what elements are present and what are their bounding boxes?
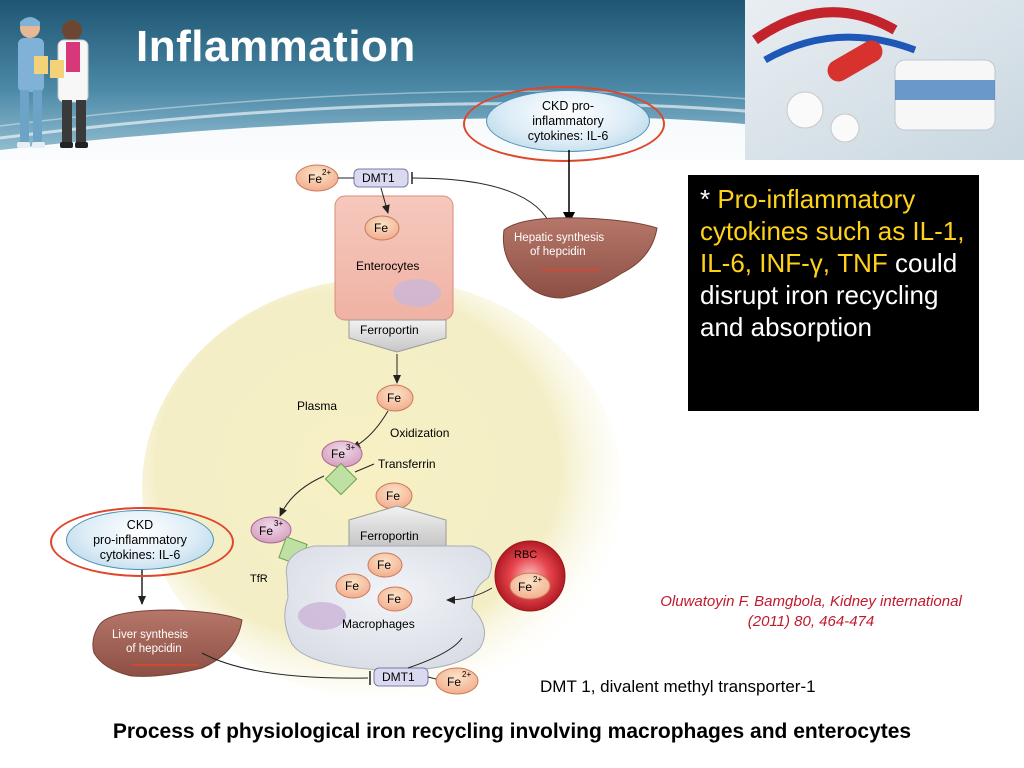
cytokine-top-line3: cytokines: IL-6	[527, 128, 609, 143]
note-highlight: Pro-inflammatory cytokines such as IL-1,…	[700, 184, 965, 278]
fe-node-enterocyte	[364, 215, 400, 241]
fe2-node-bottom	[435, 667, 479, 695]
cytokine-bubble-top: CKD pro- inflammatory cytokines: IL-6	[486, 90, 650, 152]
hepatic-label-line1: Hepatic synthesis	[514, 232, 604, 244]
iron-recycling-figure: Fe 2+ DMT1 Fe Enterocytes Ferroportin He…	[92, 164, 658, 698]
fe3-sup-left: 3+	[274, 519, 283, 528]
citation-line1: Oluwatoyin F. Bamgbola, Kidney internati…	[660, 593, 962, 610]
oxidization-label: Oxidization	[390, 426, 449, 440]
ferroportin-bottom	[348, 505, 447, 547]
fe-label-macro-3: Fe	[387, 592, 401, 606]
transferrin-pointer	[354, 463, 375, 473]
note-box: * Pro-inflammatory cytokines such as IL-…	[688, 175, 979, 411]
dmt1-label-bottom: DMT1	[382, 670, 415, 684]
cytokine-left-line1: CKD	[126, 517, 154, 532]
cytokine-bubble-left: CKD pro-inflammatory cytokines: IL-6	[66, 510, 214, 570]
doctors-illustration	[17, 17, 89, 148]
rbc-label: RBC	[514, 549, 537, 561]
cytokine-top-line1: CKD pro-	[541, 98, 595, 113]
arrow-rbc-macrophage	[446, 587, 493, 604]
fe-label-enterocyte: Fe	[374, 221, 388, 235]
liver-label-line2: of hepcidin	[126, 643, 182, 655]
fe-node-macro-1	[367, 552, 403, 578]
link-dmt1-macrophage	[407, 637, 463, 669]
fe-node-macro-2	[335, 573, 371, 599]
cytokine-left-line3: cytokines: IL-6	[99, 547, 181, 562]
hepatic-label-line2: of hepcidin	[530, 246, 586, 258]
medicine-illustration	[745, 0, 1024, 160]
ferroportin-label-bottom: Ferroportin	[360, 529, 419, 543]
enterocytes-label: Enterocytes	[356, 259, 419, 273]
liver-label-line1: Liver synthesis	[112, 629, 188, 641]
fe2-sup-top: 2+	[322, 168, 331, 177]
arrow-to-tfr	[279, 475, 325, 517]
enterocyte-nucleus	[393, 279, 441, 307]
fe3-node-left	[250, 516, 292, 544]
macrophages-label: Macrophages	[342, 617, 415, 631]
fe-label-upper: Fe	[386, 489, 400, 503]
fe-node-plasma	[376, 384, 414, 412]
link-dmt1-fe2-bottom	[427, 676, 437, 680]
fe2-sup-rbc: 2+	[533, 575, 542, 584]
note-asterisk: *	[700, 184, 718, 214]
cytokine-top-line2: inflammatory	[532, 113, 604, 128]
fe-label-macro-2: Fe	[345, 579, 359, 593]
transferrin-label: Transferrin	[378, 457, 436, 471]
fe2-node-rbc	[509, 572, 551, 600]
note-rest: could disrupt iron recycling and absorpt…	[700, 248, 958, 342]
inhibit-line-bottom	[201, 652, 369, 679]
ferroportin-label-top: Ferroportin	[360, 323, 419, 337]
plasma-label: Plasma	[297, 399, 337, 413]
cytokine-left-line2: pro-inflammatory	[93, 532, 187, 547]
fe-label-plasma: Fe	[387, 391, 401, 405]
macrophage-nucleus	[298, 602, 346, 630]
inhibit-line-top	[411, 177, 553, 229]
transferrin-shape	[324, 462, 358, 496]
slide-title: Inflammation	[136, 22, 416, 71]
ferroportin-top	[348, 319, 447, 353]
arrow-dmt1-fe	[380, 187, 390, 214]
fe3-label-plasma: Fe	[331, 447, 345, 461]
tfr-label: TfR	[250, 573, 268, 585]
fe-label-macro-1: Fe	[377, 558, 391, 572]
dmt1-label-top: DMT1	[362, 171, 395, 185]
fe2-label-top: Fe	[308, 172, 322, 186]
figure-caption: Process of physiological iron recycling …	[112, 720, 912, 743]
fe3-label-left: Fe	[259, 524, 273, 538]
liver-top	[502, 217, 658, 299]
fe2-label-rbc: Fe	[518, 580, 532, 594]
citation-line2: (2011) 80, 464-474	[747, 613, 875, 630]
fe2-sup-bottom: 2+	[462, 670, 471, 679]
liver-bottom	[92, 609, 243, 677]
fe2-label-bottom: Fe	[447, 675, 461, 689]
fe-node-macro-3	[377, 586, 413, 612]
dmt-note: DMT 1, divalent methyl transporter-1	[540, 677, 816, 696]
highlight-ring-top	[463, 86, 665, 162]
fe3-sup-plasma: 3+	[346, 443, 355, 452]
citation: Oluwatoyin F. Bamgbola, Kidney internati…	[630, 592, 992, 632]
highlight-ring-left	[50, 507, 234, 577]
